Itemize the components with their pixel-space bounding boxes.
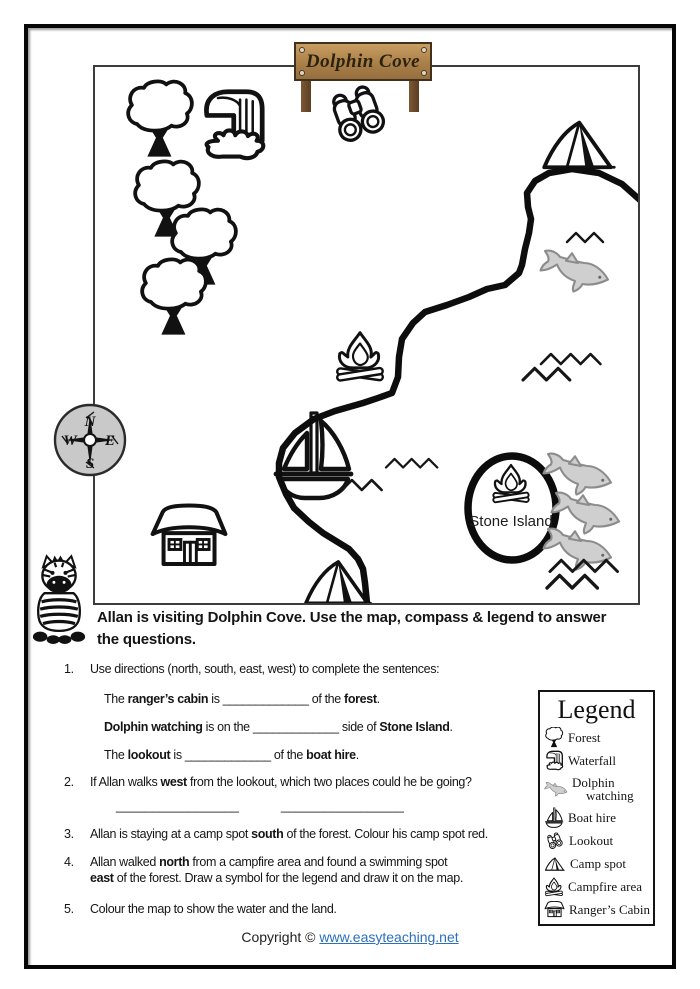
legend-label: Dolphin watching — [572, 775, 634, 803]
compass-east-label: E — [104, 433, 115, 449]
sign-post — [301, 74, 311, 112]
legend-item: Camp spot — [543, 852, 650, 875]
question-2-answer-blanks: _________________ _________________ — [116, 798, 446, 813]
question-text: If Allan walks west from the lookout, wh… — [90, 775, 472, 789]
legend-label: Boat hire — [568, 810, 617, 825]
wave-icon — [565, 231, 605, 244]
question-4: 4. Allan walked north from a campfire ar… — [64, 854, 463, 886]
question-3: 3. Allan is staying at a camp spot south… — [64, 826, 488, 842]
legend-item: Dolphin watching — [543, 772, 650, 806]
legend-box: Legend Forest Waterfall Dolphin watching… — [538, 690, 655, 926]
tent-icon — [544, 857, 566, 871]
question-number: 4. — [64, 855, 74, 869]
question-number: 1. — [64, 662, 74, 676]
intro-text: Allan is visiting Dolphin Cove. Use the … — [97, 607, 642, 651]
binoculars-icon — [545, 832, 564, 849]
campfire-icon — [491, 463, 531, 504]
dolphin-icon — [544, 782, 568, 797]
wave-icon — [545, 573, 600, 590]
compass-south-label: S — [86, 456, 94, 472]
intro-line: the questions. — [97, 631, 196, 648]
question-text: Allan walked north from a campfire area … — [90, 854, 463, 886]
forest — [126, 79, 238, 337]
question-1-sentence-c: The lookout is _____________ of the boat… — [104, 748, 359, 762]
dolphin-icon — [539, 249, 610, 293]
campfire-icon — [335, 331, 385, 383]
boat-hire-icon — [276, 413, 351, 498]
legend-item: Waterfall — [543, 749, 650, 772]
legend-item: Forest — [543, 726, 650, 749]
dolphin-icon — [550, 491, 621, 535]
stone-island: Stone Island — [464, 452, 560, 564]
tree-icon — [126, 79, 194, 159]
wave-icon — [539, 352, 602, 366]
rangers-cabin-icon — [153, 505, 226, 564]
question-text: Colour the map to show the water and the… — [90, 902, 337, 916]
page-frame — [24, 24, 676, 969]
compass-west-label: W — [63, 433, 78, 449]
question-1-sentence-a: The ranger’s cabin is _____________ of t… — [104, 692, 380, 706]
legend-label: Campfire area — [568, 879, 642, 894]
tree-icon — [140, 257, 208, 337]
question-number: 2. — [64, 775, 74, 789]
coastline — [275, 165, 638, 603]
map-art: Stone Island — [126, 79, 638, 603]
legend-label: Lookout — [569, 833, 614, 848]
easyteaching-link[interactable]: www.easyteaching.net — [319, 929, 459, 945]
question-number: 3. — [64, 827, 74, 841]
question-text: Use directions (north, south, east, west… — [90, 662, 440, 676]
cabin-icon — [544, 901, 565, 918]
legend-item: Boat hire — [543, 806, 650, 829]
wave-icon — [384, 457, 439, 469]
question-text: Allan is staying at a camp spot south of… — [90, 827, 488, 841]
sign-post — [409, 74, 419, 112]
dolphin-watching-group — [542, 452, 621, 571]
footer: Copyright © www.easyteaching.net — [0, 929, 700, 945]
compass-rose: N E S W — [53, 403, 127, 477]
legend-label: Forest — [568, 730, 601, 745]
answer-blank: _________________ — [116, 798, 239, 813]
legend-label: Ranger’s Cabin — [569, 902, 650, 917]
answer-blank: _________________ — [280, 798, 404, 813]
map: Stone Island — [93, 65, 640, 605]
campfire-icon — [544, 876, 564, 896]
dolphin-icon — [542, 527, 613, 571]
question-1: 1. Use directions (north, south, east, w… — [64, 661, 440, 677]
copyright-text: Copyright © — [241, 929, 320, 945]
question-number: 5. — [64, 902, 74, 916]
question-4-line-2: east of the forest. Draw a symbol for th… — [90, 871, 463, 885]
intro-line: Allan is visiting Dolphin Cove. Use the … — [97, 609, 607, 626]
legend-label: Waterfall — [568, 753, 617, 768]
legend-item: Ranger’s Cabin — [543, 898, 650, 921]
waterfall-icon — [546, 750, 564, 771]
camp-spot-tent-icon — [542, 120, 617, 170]
boat-icon — [545, 807, 564, 828]
legend-item: Campfire area — [543, 875, 650, 898]
stone-island-label: Stone Island — [469, 513, 552, 530]
legend-label: Camp spot — [570, 856, 626, 871]
compass-north-label: N — [84, 414, 97, 430]
question-5: 5. Colour the map to show the water and … — [64, 901, 337, 917]
legend-title: Legend — [557, 695, 636, 724]
waterfall-icon — [206, 92, 263, 158]
question-4-line-1: Allan walked north from a campfire area … — [90, 855, 448, 869]
wave-icon — [521, 366, 572, 382]
map-title: Dolphin Cove — [305, 50, 421, 72]
legend-item: Lookout — [543, 829, 650, 852]
tree-icon — [545, 727, 564, 748]
binoculars-lookout-icon — [326, 82, 389, 145]
zebra-mascot-icon — [32, 554, 86, 644]
title-sign: Dolphin Cove — [294, 42, 432, 81]
question-1-sentence-b: Dolphin watching is on the _____________… — [104, 720, 453, 734]
question-2: 2. If Allan walks west from the lookout,… — [64, 774, 472, 790]
